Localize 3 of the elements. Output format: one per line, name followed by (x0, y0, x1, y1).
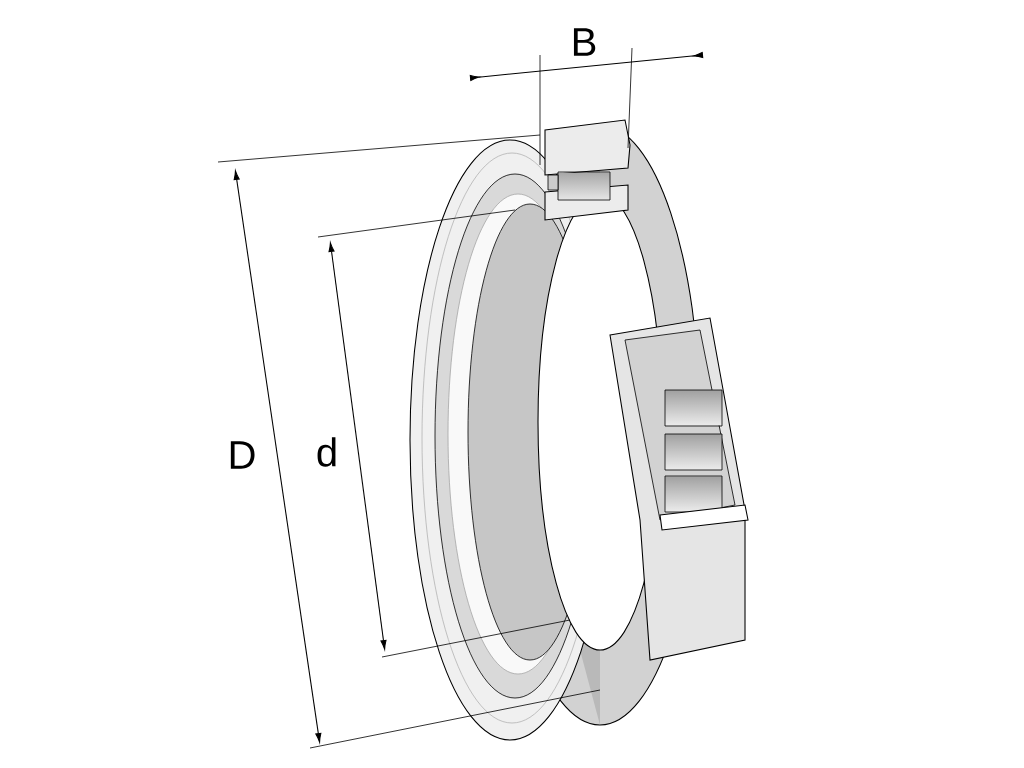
dimension-label: B (573, 28, 596, 56)
dimension-label: D (230, 441, 255, 469)
dimension-label: d (317, 437, 336, 467)
